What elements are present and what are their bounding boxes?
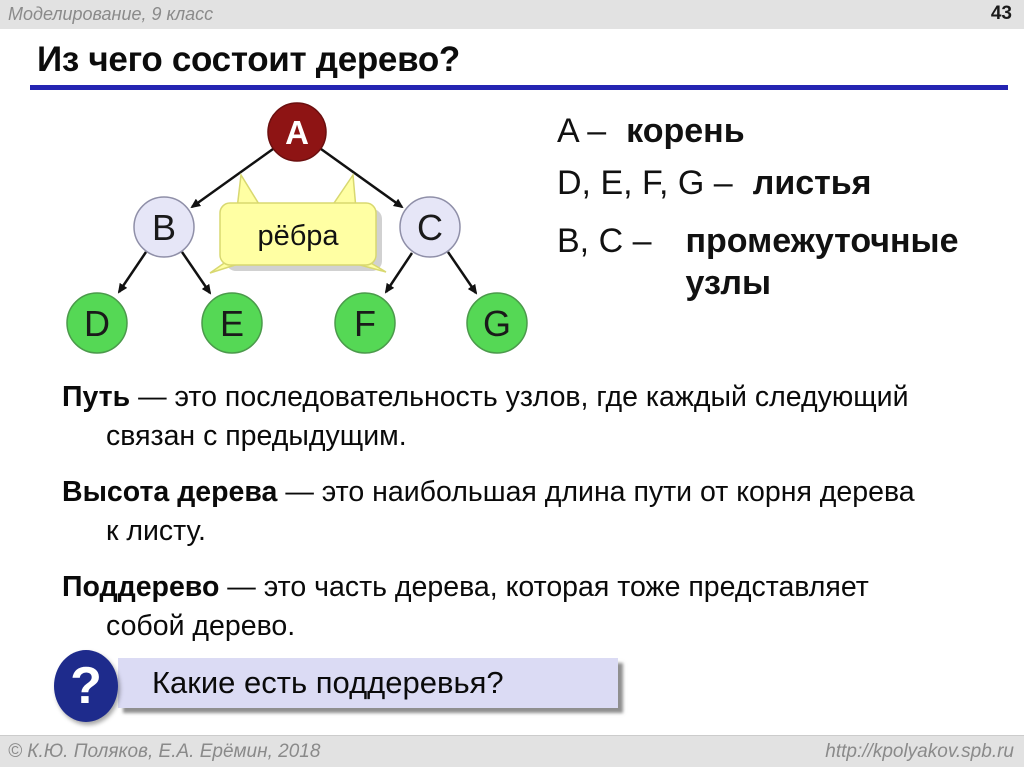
- node-e-label: E: [220, 303, 244, 344]
- edge-b-e: [180, 251, 212, 295]
- legend-row-intermediate: B, C – промежуточные узлы: [557, 220, 997, 304]
- node-a-label: A: [285, 114, 309, 151]
- footer-bar: © К.Ю. Поляков, Е.А. Ерёмин, 2018 http:/…: [0, 735, 1024, 767]
- node-e-leaf: [201, 292, 263, 354]
- slide-title: Из чего состоит дерево?: [37, 40, 461, 79]
- tree-diagram: A B C D E F G рёбра: [66, 102, 528, 354]
- edge-a-c: [320, 147, 404, 209]
- definition-text: — это наибольшая длина пути от корня дер…: [106, 476, 915, 547]
- edge-c-g: [446, 251, 478, 295]
- definition-term: Высота дерева: [62, 476, 278, 508]
- footer-url: http://kpolyakov.spb.ru: [825, 741, 1014, 762]
- callout-text: рёбра: [257, 220, 339, 252]
- node-f-leaf: [334, 292, 396, 354]
- question-text: Какие есть поддеревья?: [152, 665, 504, 700]
- title-underline: [30, 85, 1008, 90]
- legend-label: D, E, F, G –: [557, 164, 733, 202]
- edges-callout-bubble: рёбра: [209, 172, 387, 274]
- definition-text: — это последовательность узлов, где кажд…: [106, 381, 909, 452]
- node-g-label: G: [483, 303, 511, 344]
- definition-term: Поддерево: [62, 571, 220, 603]
- node-b: [133, 196, 195, 258]
- footer-copyright: © К.Ю. Поляков, Е.А. Ерёмин, 2018: [8, 741, 321, 762]
- definition-tree-height: Высота дерева — это наибольшая длина пут…: [62, 473, 934, 551]
- header-bar: Моделирование, 9 класс 43: [0, 0, 1024, 29]
- question-box: Какие есть поддеревья?: [118, 658, 618, 708]
- legend-label: A –: [557, 112, 607, 150]
- node-g-leaf: [466, 292, 528, 354]
- definition-term: Путь: [62, 381, 131, 413]
- definitions-block: Путь — это последовательность узлов, где…: [62, 378, 934, 663]
- legend-term: промежуточные узлы: [685, 222, 959, 302]
- node-a-root: [267, 102, 327, 162]
- node-d-label: D: [84, 303, 110, 344]
- node-b-label: B: [152, 207, 176, 248]
- page-number: 43: [990, 3, 1012, 24]
- definition-subtree: Поддерево — это часть дерева, которая то…: [62, 568, 934, 646]
- question-mark-icon: ?: [54, 650, 118, 722]
- question-mark-glyph: ?: [70, 657, 102, 715]
- legend-row-root: A – корень: [557, 110, 997, 152]
- node-c-label: C: [417, 207, 443, 248]
- edge-a-b: [190, 147, 274, 209]
- callout-body: [219, 202, 377, 266]
- node-f-label: F: [354, 303, 376, 344]
- legend-term: корень: [626, 112, 745, 150]
- definition-path: Путь — это последовательность узлов, где…: [62, 378, 934, 456]
- node-d-leaf: [66, 292, 128, 354]
- edge-b-d: [117, 251, 148, 294]
- presentation-subject: Моделирование, 9 класс: [8, 4, 214, 24]
- node-roles-legend: A – корень D, E, F, G – листья B, C – пр…: [557, 110, 997, 304]
- legend-row-leaves: D, E, F, G – листья: [557, 162, 997, 204]
- legend-term: листья: [752, 164, 872, 202]
- definition-text: — это часть дерева, которая тоже предста…: [106, 571, 869, 642]
- legend-label: B, C –: [557, 222, 652, 260]
- node-c: [399, 196, 461, 258]
- edge-c-f: [384, 252, 414, 294]
